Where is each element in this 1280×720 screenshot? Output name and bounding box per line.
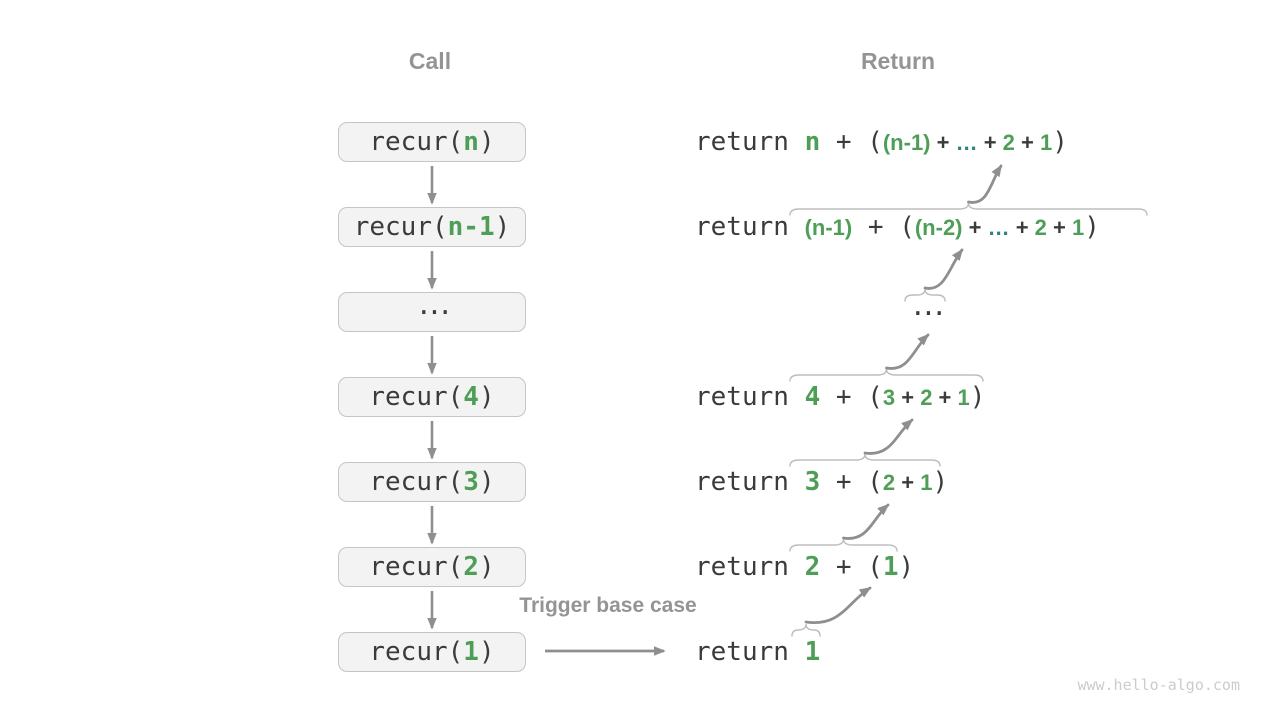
curved-arrow-icon <box>842 503 890 540</box>
code-segment: return <box>695 127 805 157</box>
code-segment: + <box>1046 215 1072 240</box>
code-segment: 3 <box>882 385 896 410</box>
code-arg: n-1 <box>447 212 495 242</box>
code-text: recur( <box>369 637 464 667</box>
code-segment: 2 <box>804 552 821 582</box>
return-line-ellipsis: ... <box>910 292 947 322</box>
code-segment: 1 <box>804 637 821 667</box>
code-text: ) <box>478 467 495 497</box>
code-segment: ) <box>932 467 949 497</box>
code-segment: return <box>695 467 805 497</box>
return-line-3: return 3 + (2 + 1) <box>695 467 948 497</box>
code-segment: 1 <box>882 552 899 582</box>
code-segment: 1 <box>920 470 933 495</box>
curved-arrow-icon <box>804 586 872 625</box>
code-segment: 1 <box>1040 130 1053 155</box>
overbrace-icon <box>791 623 821 637</box>
code-text: recur( <box>369 552 464 582</box>
code-arg: 3 <box>463 467 479 497</box>
code-segment: return <box>695 637 805 667</box>
code-segment: (n-2) <box>914 215 963 240</box>
code-segment: … <box>955 130 978 155</box>
call-box-recur-4: recur(4) <box>338 377 526 417</box>
code-segment: + ( <box>820 382 883 412</box>
call-box-recur-n-1: recur(n-1) <box>338 207 526 247</box>
curved-arrow-icon <box>863 418 914 455</box>
code-text: ) <box>478 127 495 157</box>
code-segment: ) <box>1084 212 1100 242</box>
code-segment: + ( <box>852 212 915 242</box>
code-segment: + <box>895 470 921 495</box>
code-segment: ) <box>1052 127 1068 157</box>
call-box-recur-3: recur(3) <box>338 462 526 502</box>
code-segment: + ( <box>820 552 883 582</box>
call-box-ellipsis: ... <box>338 291 526 332</box>
code-arg: 4 <box>463 382 479 412</box>
code-segment: return <box>695 552 805 582</box>
code-segment: 1 <box>1072 215 1085 240</box>
return-line-n-1: return (n-1) + ((n-2) + … + 2 + 1) <box>695 212 1100 242</box>
code-segment: return <box>695 382 805 412</box>
return-line-4: return 4 + (3 + 2 + 1) <box>695 382 985 412</box>
code-segment: ) <box>898 552 915 582</box>
code-text: recur( <box>369 127 464 157</box>
code-text: recur( <box>369 467 464 497</box>
return-line-1: return 1 <box>695 637 820 667</box>
code-segment: (n-1) <box>882 130 931 155</box>
code-segment: 3 <box>804 467 821 497</box>
code-segment: … <box>987 215 1010 240</box>
curved-arrow-icon <box>967 164 1003 204</box>
ellipsis-text: ... <box>416 291 453 321</box>
code-text: recur( <box>353 212 448 242</box>
code-segment: 2 <box>1034 215 1047 240</box>
overbrace-icon <box>789 538 898 552</box>
code-segment: + ( <box>820 467 883 497</box>
curved-arrow-icon <box>885 333 930 370</box>
call-box-recur-n: recur(n) <box>338 122 526 162</box>
code-text: ) <box>478 552 495 582</box>
code-arg: n <box>463 127 479 157</box>
call-box-recur-2: recur(2) <box>338 547 526 587</box>
code-segment: 2 <box>920 385 933 410</box>
code-segment: ) <box>969 382 986 412</box>
code-segment: 4 <box>804 382 821 412</box>
code-segment: + <box>932 385 958 410</box>
code-segment: + <box>962 215 988 240</box>
call-column-header: Call <box>408 48 452 74</box>
code-segment: n <box>804 127 821 157</box>
call-box-recur-1: recur(1) <box>338 632 526 672</box>
watermark: www.hello-algo.com <box>1077 676 1240 694</box>
trigger-base-case-label: Trigger base case <box>519 594 697 617</box>
return-column-header: Return <box>860 48 936 74</box>
code-segment: return <box>695 212 805 242</box>
code-segment: (n-1) <box>804 215 853 240</box>
code-text: ) <box>478 382 495 412</box>
code-text: ) <box>478 637 495 667</box>
code-text: recur( <box>369 382 464 412</box>
code-text: ) <box>494 212 511 242</box>
code-segment: + <box>1014 130 1040 155</box>
code-segment: + <box>895 385 921 410</box>
curved-arrow-icon <box>923 248 964 290</box>
overbrace-icon <box>789 453 941 467</box>
code-segment: 2 <box>1002 130 1015 155</box>
overbrace-icon <box>789 368 984 382</box>
return-line-2: return 2 + (1) <box>695 552 914 582</box>
code-segment: + <box>977 130 1003 155</box>
code-segment: + <box>1009 215 1035 240</box>
code-arg: 2 <box>463 552 479 582</box>
code-segment: + ( <box>820 127 883 157</box>
code-arg: 1 <box>463 637 479 667</box>
return-line-n: return n + ((n-1) + … + 2 + 1) <box>695 127 1068 157</box>
code-segment: 2 <box>882 470 896 495</box>
code-segment: 1 <box>957 385 970 410</box>
code-segment: + <box>930 130 956 155</box>
